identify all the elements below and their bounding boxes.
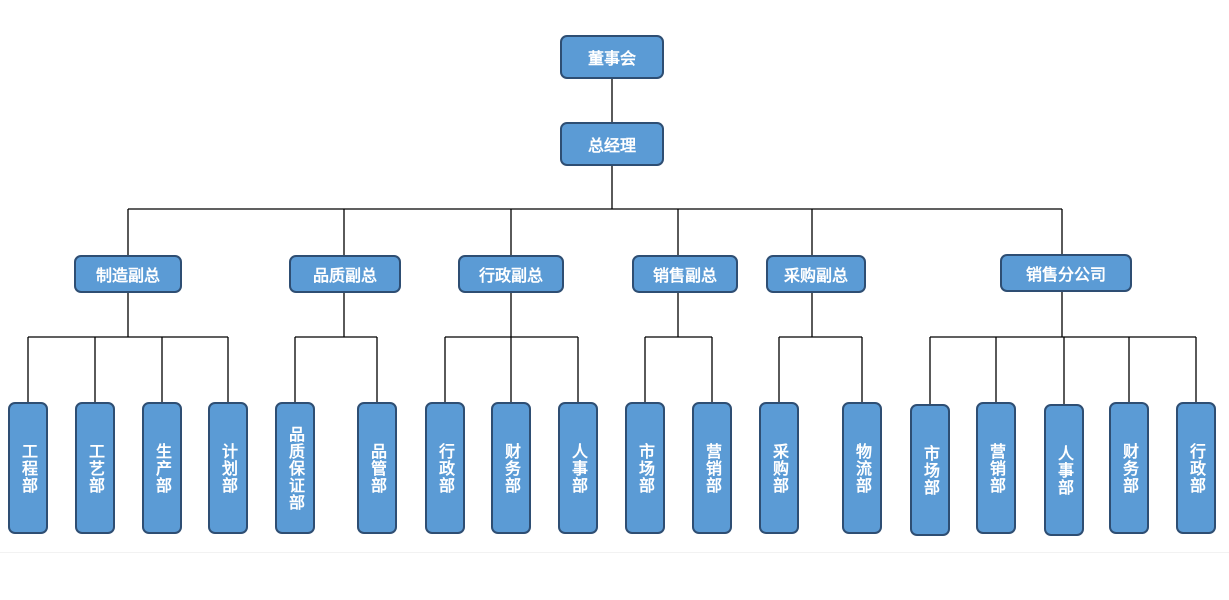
dept-production: 生产部 xyxy=(142,402,182,534)
bottom-divider xyxy=(0,552,1229,553)
node-vp-admin: 行政副总 xyxy=(458,255,564,293)
dept-marketing: 市场部 xyxy=(625,402,665,534)
dept-label: 营销部 xyxy=(703,442,722,494)
dept-planning: 计划部 xyxy=(208,402,248,534)
dept-label: 财务部 xyxy=(1120,442,1139,494)
dept-label: 工程部 xyxy=(19,442,38,494)
dept-label: 生产部 xyxy=(153,442,172,494)
dept-label: 物流部 xyxy=(853,442,872,494)
dept-label: 行政部 xyxy=(436,442,455,494)
node-vp-purchasing: 采购副总 xyxy=(766,255,866,293)
dept-label: 市场部 xyxy=(636,442,655,494)
vp-label: 制造副总 xyxy=(95,266,160,285)
dept-logistics: 物流部 xyxy=(842,402,882,534)
vp-label: 销售分公司 xyxy=(1025,265,1106,284)
dept-label: 采购部 xyxy=(770,442,789,494)
dept-finance: 财务部 xyxy=(491,402,531,534)
node-vp-quality: 品质副总 xyxy=(289,255,401,293)
dept-label: 品质保证部 xyxy=(286,425,305,511)
dept-quality-control: 品管部 xyxy=(357,402,397,534)
dept-label: 财务部 xyxy=(502,442,521,494)
node-board-label: 董事会 xyxy=(587,49,636,68)
dept-label: 人事部 xyxy=(1055,444,1074,496)
dept-label: 人事部 xyxy=(569,442,588,494)
node-vp-sales: 销售副总 xyxy=(632,255,738,293)
dept-engineering: 工程部 xyxy=(8,402,48,534)
node-sales-branch: 销售分公司 xyxy=(1000,254,1132,292)
node-board: 董事会 xyxy=(560,35,664,79)
vp-label: 行政副总 xyxy=(478,266,543,285)
vp-label: 品质副总 xyxy=(312,266,377,285)
dept-process: 工艺部 xyxy=(75,402,115,534)
vp-label: 采购副总 xyxy=(783,266,848,285)
dept-branch-marketing: 市场部 xyxy=(910,404,950,536)
dept-admin: 行政部 xyxy=(425,402,465,534)
dept-branch-hr: 人事部 xyxy=(1044,404,1084,536)
node-vp-manufacturing: 制造副总 xyxy=(74,255,182,293)
dept-purchasing: 采购部 xyxy=(759,402,799,534)
dept-label: 工艺部 xyxy=(86,442,105,494)
dept-branch-finance: 财务部 xyxy=(1109,402,1149,534)
dept-label: 计划部 xyxy=(219,442,238,494)
node-general-manager: 总经理 xyxy=(560,122,664,166)
dept-sales: 营销部 xyxy=(692,402,732,534)
node-general-manager-label: 总经理 xyxy=(587,136,636,155)
dept-quality-assurance: 品质保证部 xyxy=(275,402,315,534)
dept-label: 营销部 xyxy=(987,442,1006,494)
dept-branch-admin: 行政部 xyxy=(1176,402,1216,534)
vp-label: 销售副总 xyxy=(652,266,717,285)
dept-branch-sales: 营销部 xyxy=(976,402,1016,534)
dept-hr: 人事部 xyxy=(558,402,598,534)
dept-label: 品管部 xyxy=(368,442,387,494)
dept-label: 市场部 xyxy=(921,444,940,496)
dept-label: 行政部 xyxy=(1187,442,1206,494)
